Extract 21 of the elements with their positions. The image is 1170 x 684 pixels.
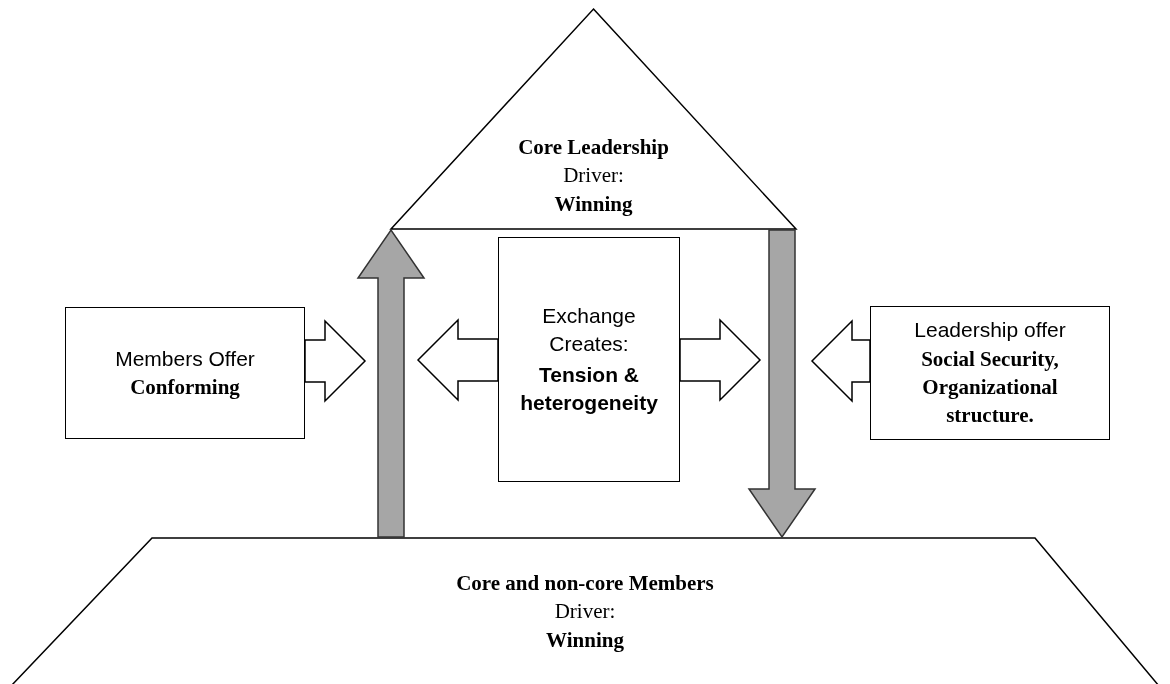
node-text: Driver: (563, 162, 624, 190)
node-text: Driver: (554, 598, 616, 626)
block-arrow (416, 318, 499, 402)
block-arrow (810, 319, 871, 403)
node-text: Winning (554, 190, 633, 218)
node-text: Winning (546, 626, 624, 654)
block-arrow (679, 318, 762, 402)
node-heading: Core Leadership (518, 133, 669, 161)
block-arrow (747, 229, 817, 539)
text-box (870, 306, 1110, 440)
text-box (498, 237, 680, 482)
node-text: Conforming (130, 374, 240, 401)
node-heading: Members Offer (115, 345, 255, 372)
node-text: Social Security, Organizational structure. (920, 345, 1060, 430)
block-arrow (356, 228, 426, 538)
node-text: Tension & heterogeneity (519, 361, 659, 416)
block-arrow (304, 319, 367, 403)
node-heading: Exchange Creates: (541, 302, 637, 358)
node-heading: Leadership offer (914, 317, 1066, 344)
text-box (65, 307, 305, 439)
node-heading: Core and non-core Members (456, 570, 714, 597)
